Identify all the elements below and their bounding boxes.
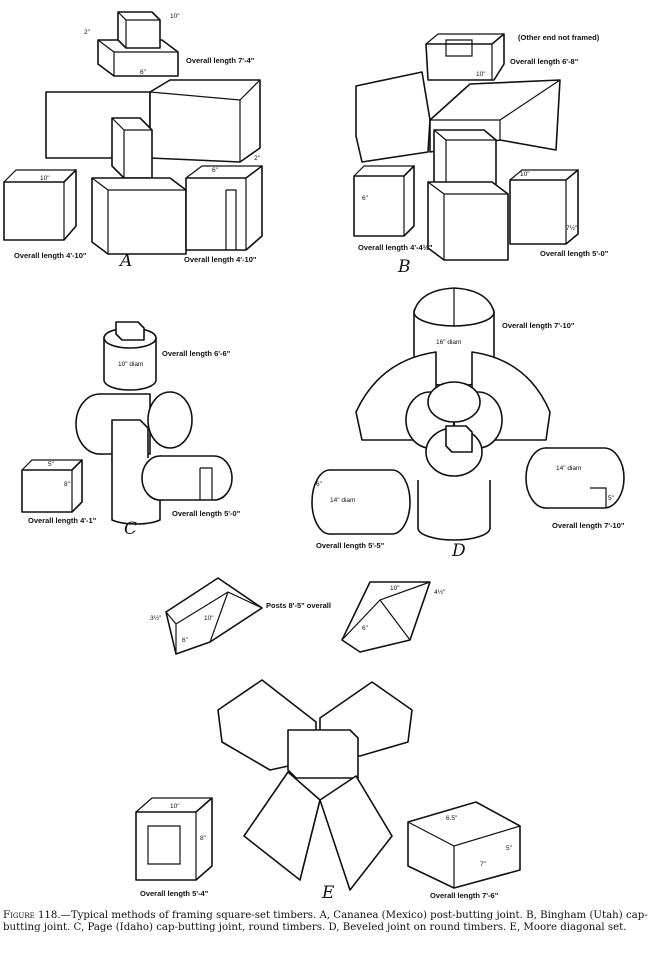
dim-label: 7" xyxy=(480,861,487,868)
panel-e-post-right: 10" 6" 4½" xyxy=(341,581,446,653)
panel-d-right-post: 14" diam 5" Overall length 7'-10" xyxy=(525,447,625,530)
dim-label: 10" xyxy=(204,615,214,622)
dim-label: 10" xyxy=(170,13,180,20)
caption-text: —Typical methods of framing square-set t… xyxy=(3,910,648,933)
overall-length-label: Overall length 5'-0" xyxy=(172,509,241,518)
panel-letter: E xyxy=(321,883,335,903)
panel-c-cap-detail: 10" diam Overall length 6'-6" xyxy=(103,321,231,391)
dim-label: 6.5" xyxy=(446,815,458,822)
overall-length-label: Overall length 7'-6" xyxy=(430,891,499,900)
panel-b-joint-assembly: B xyxy=(355,71,561,277)
diameter-label: 14" diam xyxy=(330,497,355,504)
dim-label: 8" xyxy=(64,481,71,488)
dim-label: 10" xyxy=(170,803,180,810)
dim-label: 6" xyxy=(182,637,189,644)
panel-c: 10" diam Overall length 6'-6" C 5" 8" Ov… xyxy=(21,321,241,539)
panel-d-left-post: 14" diam 6" Overall length 5'-5" xyxy=(311,469,411,550)
panel-letter: A xyxy=(118,251,132,271)
panel-a-joint-assembly: A xyxy=(45,79,261,271)
overall-length-label: Overall length 7'-10" xyxy=(552,521,625,530)
panel-letter: B xyxy=(397,257,411,277)
panel-c-right-post: Overall length 5'-0" xyxy=(141,455,241,518)
dim-label: 2" xyxy=(254,155,261,162)
panel-letter: C xyxy=(124,519,137,539)
dim-label: 7½" xyxy=(566,224,578,232)
dim-label: 2" xyxy=(84,29,91,36)
panel-letter: D xyxy=(451,541,466,561)
panel-a: 6" 2" 10" Overall length 7'-4" A 10" Ove… xyxy=(3,11,263,271)
figure-drawing: 6" 2" 10" Overall length 7'-4" A 10" Ove… xyxy=(3,11,625,903)
caption-figure-number: Figure 118. xyxy=(3,910,61,921)
dim-label: 5" xyxy=(48,461,55,468)
overall-length-label: Overall length 5'-5" xyxy=(316,541,385,550)
note-label: (Other end not framed) xyxy=(518,33,600,42)
figure-caption: Figure 118.—Typical methods of framing s… xyxy=(3,910,661,933)
dim-label: 6" xyxy=(140,69,147,76)
panel-d-joint-assembly: D xyxy=(355,351,551,561)
panel-a-cap-detail: 6" 2" 10" Overall length 7'-4" xyxy=(84,11,255,77)
diameter-label: 16" diam xyxy=(436,339,461,346)
diameter-label: 10" diam xyxy=(118,361,143,368)
dim-label: 10" xyxy=(390,585,400,592)
panel-b-right-post: 10" 7½" Overall length 5'-0" xyxy=(509,169,609,258)
overall-length-label: Overall length 4'-1" xyxy=(28,516,97,525)
dim-label: 6" xyxy=(362,625,369,632)
panel-e-right-post: 6.5" 7" 5" Overall length 7'-6" xyxy=(407,801,521,900)
overall-length-label: Overall length 5'-4" xyxy=(140,889,209,898)
dim-label: 10" xyxy=(40,175,50,182)
overall-length-label: Overall length 6'-6" xyxy=(162,349,231,358)
dim-label: 8" xyxy=(200,835,207,842)
panel-e-post-left: 6" 10" 3½" Posts 8'-5" overall xyxy=(150,577,331,655)
panel-a-right-post: 6" 2" Overall length 4'-10" xyxy=(184,155,263,264)
dim-label: 4½" xyxy=(434,588,446,596)
dim-label: 6" xyxy=(362,195,369,202)
dim-label: 5" xyxy=(608,495,615,502)
panel-e-left-post: 10" 8" Overall length 5'-4" xyxy=(135,797,213,898)
dim-label: 10" xyxy=(520,171,530,178)
panel-e: 6" 10" 3½" Posts 8'-5" overall 10" 6" 4½… xyxy=(135,577,521,903)
panel-d: 16" diam Overall length 7'-10" D 14" dia… xyxy=(311,287,625,561)
overall-length-label: Overall length 4'-10" xyxy=(184,255,257,264)
panel-e-joint-assembly: E xyxy=(217,679,413,903)
overall-length-label: Overall length 4'-4½" xyxy=(358,243,433,252)
dim-label: 6" xyxy=(212,167,219,174)
overall-length-label: Overall length 7'-10" xyxy=(502,321,575,330)
dim-label: 6" xyxy=(316,481,323,488)
overall-length-label: Overall length 6'-8" xyxy=(510,57,579,66)
posts-length-label: Posts 8'-5" overall xyxy=(266,601,331,610)
dim-label: 3½" xyxy=(150,614,162,622)
panel-a-left-post: 10" Overall length 4'-10" xyxy=(3,169,87,260)
overall-length-label: Overall length 4'-10" xyxy=(14,251,87,260)
dim-label: 5" xyxy=(506,845,513,852)
panel-b-cap-detail: 10" (Other end not framed) Overall lengt… xyxy=(425,33,600,81)
diameter-label: 14" diam xyxy=(556,465,581,472)
overall-length-label: Overall length 7'-4" xyxy=(186,56,255,65)
panel-b: 10" (Other end not framed) Overall lengt… xyxy=(353,33,609,277)
panel-c-left-post: 5" 8" Overall length 4'-1" xyxy=(21,459,97,525)
dim-label: 10" xyxy=(476,71,486,78)
overall-length-label: Overall length 5'-0" xyxy=(540,249,609,258)
panel-b-left-post: 6" Overall length 4'-4½" xyxy=(353,165,433,252)
